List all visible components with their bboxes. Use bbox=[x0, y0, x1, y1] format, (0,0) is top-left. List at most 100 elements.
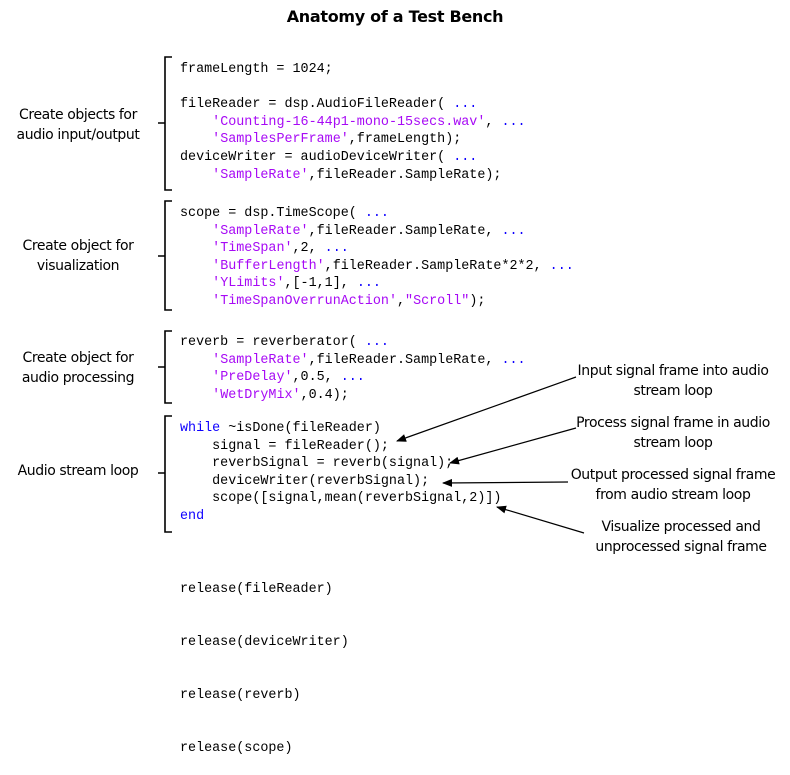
code-line: 'BufferLength',fileReader.SampleRate*2*2… bbox=[180, 258, 574, 276]
line-continuation: ... bbox=[501, 114, 526, 130]
arrow-visualize bbox=[496, 505, 585, 534]
label-line: audio input/output bbox=[16, 127, 140, 143]
label-line: Create objects for bbox=[19, 107, 137, 123]
code-block-stream-loop: while ~isDone(fileReader) signal = fileR… bbox=[180, 420, 501, 526]
label-line: visualization bbox=[36, 258, 120, 274]
string-literal: "Scroll" bbox=[405, 293, 470, 309]
code-text: signal = fileReader(); bbox=[180, 438, 389, 454]
code-block-visualization: scope = dsp.TimeScope( ... 'SampleRate',… bbox=[180, 205, 574, 311]
label-line: Create object for bbox=[22, 350, 134, 366]
code-text: scope([signal,mean(reverbSignal,2)]) bbox=[180, 491, 502, 507]
section-label-visualization: Create object for visualization bbox=[2, 236, 154, 276]
code-text bbox=[180, 168, 212, 183]
string-literal: 'PreDelay' bbox=[212, 370, 293, 386]
code-block-release: release(fileReader) release(deviceWriter… bbox=[180, 546, 349, 775]
annotation-line: Process signal frame in audio bbox=[576, 415, 770, 431]
line-continuation: ... bbox=[453, 149, 478, 165]
annotation-line: Output processed signal frame bbox=[570, 467, 776, 483]
diagram-title: Anatomy of a Test Bench bbox=[286, 7, 504, 26]
code-text: fileReader = dsp.AudioFileReader( bbox=[180, 97, 454, 113]
code-text: ,fileReader.SampleRate, bbox=[308, 352, 502, 368]
annotation-line: Input signal frame into audio bbox=[577, 363, 769, 379]
annotation-line: unprocessed signal frame bbox=[595, 539, 767, 555]
code-text: ~isDone(fileReader) bbox=[220, 421, 381, 436]
code-line: reverb = reverberator( ... bbox=[180, 334, 526, 352]
string-literal: 'SampleRate' bbox=[212, 223, 309, 239]
code-line: 'SampleRate',fileReader.SampleRate); bbox=[180, 167, 526, 185]
code-text: reverbSignal = reverb(signal); bbox=[180, 456, 454, 472]
code-text: deviceWriter = audioDeviceWriter( bbox=[180, 149, 454, 165]
code-text bbox=[180, 294, 212, 309]
line-continuation: ... bbox=[324, 241, 349, 257]
code-line: release(deviceWriter) bbox=[180, 634, 349, 650]
code-line: reverbSignal = reverb(signal); bbox=[180, 455, 501, 473]
code-text bbox=[180, 224, 212, 239]
code-text: reverb = reverberator( bbox=[180, 335, 365, 350]
code-line: fileReader = dsp.AudioFileReader( ... bbox=[180, 96, 526, 114]
code-text: ,fileReader.SampleRate, bbox=[308, 223, 502, 239]
code-text: scope = dsp.TimeScope( bbox=[180, 206, 365, 221]
brace-visualization bbox=[158, 200, 172, 311]
code-block-processing: reverb = reverberator( ... 'SampleRate',… bbox=[180, 334, 526, 404]
string-literal: 'Counting-16-44p1-mono-15secs.wav' bbox=[212, 114, 486, 130]
brace-stream-loop bbox=[158, 415, 172, 533]
code-line: scope([signal,mean(reverbSignal,2)]) bbox=[180, 490, 501, 508]
string-literal: 'SamplesPerFrame' bbox=[212, 132, 349, 148]
label-line: Create object for bbox=[22, 238, 134, 254]
code-text bbox=[180, 388, 212, 403]
string-literal: 'YLimits' bbox=[212, 276, 285, 292]
line-continuation: ... bbox=[364, 206, 389, 221]
code-line: deviceWriter = audioDeviceWriter( ... bbox=[180, 149, 526, 167]
code-text: deviceWriter(reverbSignal); bbox=[180, 473, 430, 489]
code-text: ,2, bbox=[292, 241, 325, 257]
code-line: 'WetDryMix',0.4); bbox=[180, 387, 526, 405]
code-text: ,[-1,1], bbox=[284, 276, 357, 292]
line-continuation: ... bbox=[501, 352, 526, 368]
string-literal: 'BufferLength' bbox=[212, 258, 325, 274]
section-label-stream-loop: Audio stream loop bbox=[2, 461, 154, 481]
code-line: while ~isDone(fileReader) bbox=[180, 420, 501, 438]
keyword: while bbox=[180, 421, 221, 436]
label-line: audio processing bbox=[21, 370, 135, 386]
code-line bbox=[180, 79, 526, 97]
code-text: ,0.4); bbox=[300, 387, 349, 403]
label-line: Audio stream loop bbox=[17, 463, 139, 479]
string-literal: 'TimeSpanOverrunAction' bbox=[212, 293, 397, 309]
code-text bbox=[180, 353, 212, 368]
line-continuation: ... bbox=[453, 97, 478, 113]
code-line: 'TimeSpan',2, ... bbox=[180, 240, 574, 258]
annotation-line: Visualize processed and bbox=[601, 519, 761, 535]
annotation-line: from audio stream loop bbox=[595, 487, 751, 503]
code-line: deviceWriter(reverbSignal); bbox=[180, 473, 501, 491]
code-text: ,frameLength); bbox=[348, 132, 462, 148]
code-text: ); bbox=[469, 293, 486, 309]
code-block-io: frameLength = 1024; fileReader = dsp.Audi… bbox=[180, 61, 526, 184]
code-text bbox=[180, 132, 212, 147]
string-literal: 'SampleRate' bbox=[212, 352, 309, 368]
string-literal: 'TimeSpan' bbox=[212, 241, 293, 257]
annotation-output: Output processed signal frame from audio… bbox=[568, 465, 778, 505]
code-text: ,0.5, bbox=[292, 370, 341, 386]
code-line: scope = dsp.TimeScope( ... bbox=[180, 205, 574, 223]
section-label-io: Create objects for audio input/output bbox=[2, 105, 154, 145]
code-line: 'TimeSpanOverrunAction',"Scroll"); bbox=[180, 293, 574, 311]
code-text: ,fileReader.SampleRate*2*2, bbox=[324, 258, 550, 274]
code-line: 'SampleRate',fileReader.SampleRate, ... bbox=[180, 223, 574, 241]
code-line: 'Counting-16-44p1-mono-15secs.wav', ... bbox=[180, 114, 526, 132]
annotation-visualize: Visualize processed and unprocessed sign… bbox=[576, 517, 786, 557]
code-line: 'SampleRate',fileReader.SampleRate, ... bbox=[180, 352, 526, 370]
code-line: frameLength = 1024; bbox=[180, 61, 526, 79]
code-line: end bbox=[180, 508, 501, 526]
code-text bbox=[180, 115, 212, 130]
code-line: 'YLimits',[-1,1], ... bbox=[180, 275, 574, 293]
code-line: release(fileReader) bbox=[180, 582, 333, 598]
annotation-line: stream loop bbox=[633, 435, 713, 451]
code-text: , bbox=[396, 293, 406, 309]
brace-processing bbox=[158, 330, 172, 404]
code-line: release(reverb) bbox=[180, 687, 301, 703]
line-continuation: ... bbox=[501, 223, 526, 239]
code-line: 'PreDelay',0.5, ... bbox=[180, 369, 526, 387]
string-literal: 'WetDryMix' bbox=[212, 387, 301, 403]
line-continuation: ... bbox=[356, 276, 381, 292]
section-label-processing: Create object for audio processing bbox=[2, 348, 154, 388]
